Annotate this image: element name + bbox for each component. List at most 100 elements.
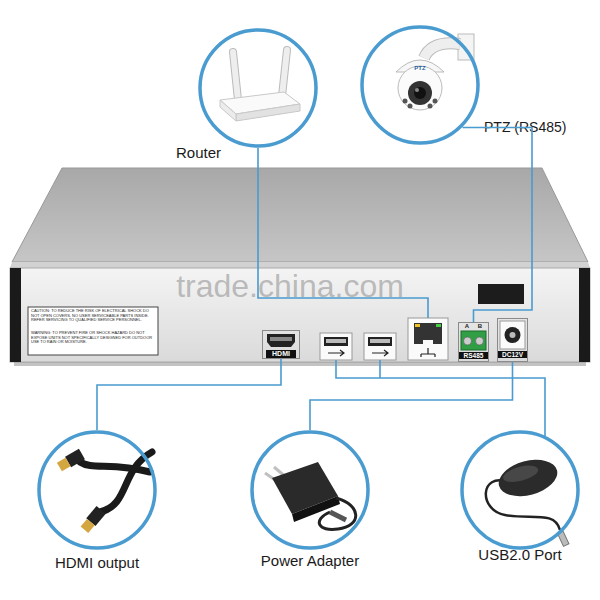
rs485-block [461, 331, 486, 350]
jack-frame [500, 321, 525, 349]
network-symbol [421, 348, 435, 357]
router-picture [220, 50, 300, 121]
port-label: HDMI [266, 350, 296, 358]
ir-led [408, 104, 413, 109]
pin-label: A [462, 323, 472, 330]
antenna [233, 52, 238, 100]
usb-ports [320, 333, 396, 360]
dc-jack [500, 321, 525, 349]
jack-socket [505, 327, 521, 343]
recorder-body [10, 168, 590, 366]
callout-circle-outline [250, 430, 370, 550]
usb-socket [324, 337, 348, 346]
dc-power-jack: DC12V [497, 318, 528, 362]
front-panel [10, 268, 590, 362]
hdmi-cable-callout: HDMI output [37, 430, 157, 550]
mouse-body [495, 454, 562, 502]
mouse-highlight [501, 462, 539, 485]
terminal-block [461, 331, 486, 350]
warning-text: WARNING: TO PREVENT FIRE OR SHOCK HAZARD… [31, 331, 155, 345]
power-adapter-callout: Power Adapter [250, 430, 370, 550]
hdmi-cable-picture [56, 449, 152, 534]
dome-body [398, 66, 442, 110]
callout-circle-outline [198, 28, 318, 148]
hdmi-connector [267, 334, 295, 347]
usb-frame [364, 333, 396, 360]
rj45-notch [423, 340, 433, 344]
callout-label: USB2.0 Port [445, 546, 595, 563]
rs485-terminal: AB RS485 [458, 322, 489, 362]
connector-line [310, 362, 513, 430]
hdmi-slot [270, 337, 292, 341]
status-led [415, 324, 420, 327]
end-cap [579, 268, 590, 362]
port-label: DC12V [498, 351, 527, 358]
lan-port [408, 318, 448, 360]
watermark: trade.china.com [165, 268, 415, 305]
antenna [282, 50, 287, 96]
callout-circle [200, 30, 316, 146]
end-cap [10, 268, 21, 362]
router-callout: Router [198, 28, 318, 148]
callout-circle-outline [37, 430, 157, 550]
adapter-side [292, 496, 340, 522]
callout-label: Router [176, 144, 246, 161]
callout-circle [252, 432, 368, 548]
rj45-socket [414, 323, 442, 344]
caution-text: CAUTION: TO REDUCE THE RISK OF ELECTRICA… [31, 309, 155, 323]
callout-circle [362, 27, 478, 143]
cable [100, 452, 152, 512]
ir-led [428, 104, 433, 109]
usb-tongue [326, 339, 346, 343]
antenna [233, 52, 238, 100]
power-adapter-picture [265, 462, 356, 529]
hdmi-port: HDMI [262, 330, 300, 359]
ir-led [433, 99, 438, 104]
plug-tip [57, 458, 71, 472]
connector-line [97, 359, 281, 430]
port-label: RS485 [459, 352, 488, 359]
lens-ring [408, 81, 432, 105]
callout-label: Power Adapter [230, 552, 390, 569]
lens [414, 87, 426, 99]
cable [80, 462, 150, 472]
ptz-camera-callout: PTZ (RS485) [360, 25, 480, 145]
top-lip [10, 262, 590, 268]
usb-symbol [372, 350, 388, 356]
terminal-screw [476, 337, 484, 345]
callout-circle-outline [460, 430, 580, 550]
shadow [14, 362, 586, 366]
mount-arm [424, 43, 460, 58]
usb-symbol [328, 350, 344, 356]
connector-line [462, 127, 532, 322]
router-side [220, 100, 236, 121]
jack-pin [510, 332, 516, 338]
camera-logo: PTZ [405, 65, 435, 72]
terminal-screw [464, 337, 472, 345]
dc-plug [330, 512, 346, 520]
hdmi-socket [267, 334, 295, 347]
callout-label: HDMI output [22, 554, 172, 571]
usb-mouse-callout: USB2.0 Port [460, 430, 580, 550]
warning-sticker [28, 307, 158, 355]
usb-frame [320, 333, 352, 360]
antenna [282, 50, 287, 96]
router-front [236, 104, 300, 121]
ir-led [403, 99, 408, 104]
hdmi-plug [80, 506, 106, 534]
top-face [12, 168, 588, 262]
plug-tip [81, 519, 95, 533]
usb-tongue [370, 339, 390, 343]
status-led [436, 324, 441, 327]
lens-glint [415, 88, 419, 92]
callout-circle-outline [360, 25, 480, 145]
callout-label: PTZ (RS485) [484, 119, 584, 135]
usb-leader-line [336, 360, 545, 438]
pin-label: B [475, 323, 485, 330]
cable [319, 498, 355, 529]
usb-socket [368, 337, 392, 346]
mouse-picture [486, 454, 569, 547]
callout-circle [462, 432, 578, 548]
callout-circle [39, 432, 155, 548]
